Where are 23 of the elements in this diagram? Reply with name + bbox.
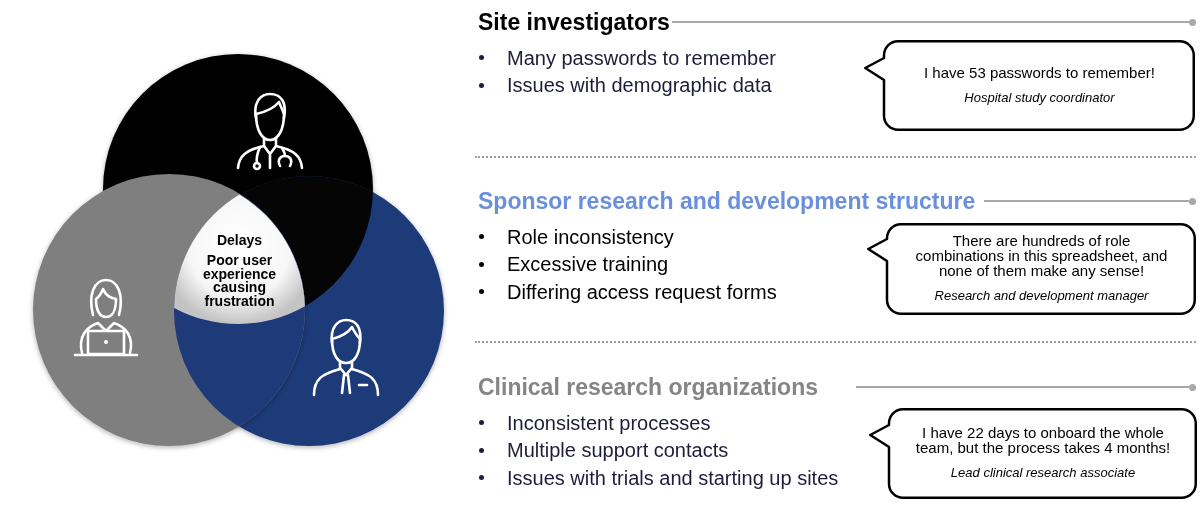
bullet-text: Differing access request forms bbox=[507, 279, 777, 304]
speech-bubble bbox=[869, 408, 1197, 499]
quote-text: I have 22 days to onboard the whole team, but the process takes 4 months! bbox=[914, 425, 1172, 455]
quote-text: I have 53 passwords to remember! bbox=[924, 64, 1155, 80]
quote-attribution: Research and development manager bbox=[934, 288, 1149, 303]
bullet-text: Multiple support contacts bbox=[507, 438, 729, 463]
bullet-text: Issues with demographic data bbox=[507, 73, 772, 98]
section-heading: Site investigators bbox=[478, 8, 670, 36]
bullet-text: Issues with trials and starting up sites bbox=[507, 465, 839, 490]
section-heading: Sponsor research and development structure bbox=[478, 187, 976, 215]
quote-text: There are hundreds of role combinations in this spreadsheet, and none of them make any sense! bbox=[914, 233, 1169, 278]
section-heading: Clinical research organizations bbox=[478, 373, 818, 401]
quote-attribution: Lead clinical research associate bbox=[950, 465, 1136, 480]
bullet-text: Many passwords to remember bbox=[507, 45, 776, 70]
overlap-text: Poor user experience causing frustration bbox=[201, 254, 278, 308]
overlap-heading: Delays bbox=[216, 232, 263, 248]
speech-bubble bbox=[867, 223, 1196, 315]
bullet-text: Excessive training bbox=[507, 252, 669, 277]
speech-bubble bbox=[864, 40, 1195, 131]
venn-intersection bbox=[174, 194, 305, 324]
bullet-text: Inconsistent processes bbox=[507, 410, 711, 435]
quote-attribution: Hospital study coordinator bbox=[964, 89, 1115, 105]
bullet-text: Role inconsistency bbox=[507, 224, 674, 249]
